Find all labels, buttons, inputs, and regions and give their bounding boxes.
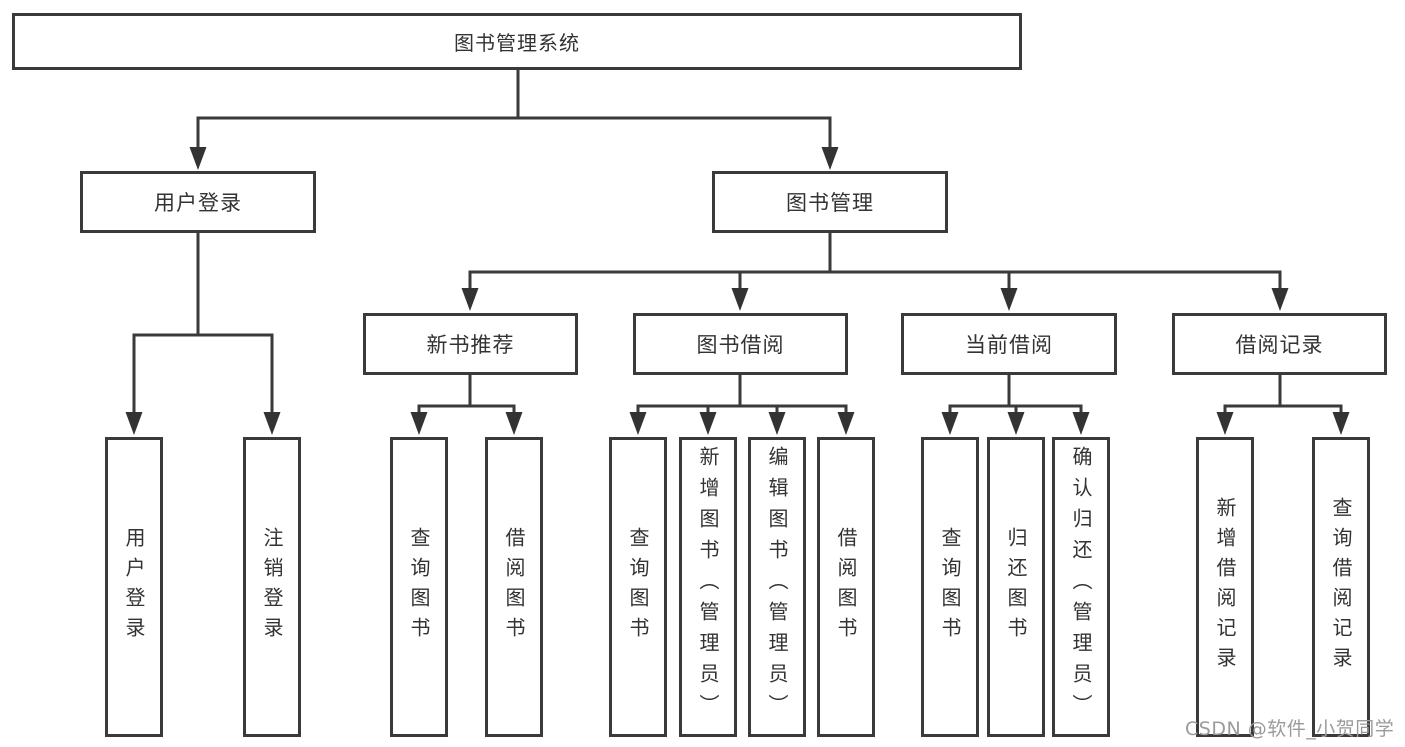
leaf-label: 查询图书 <box>938 527 962 647</box>
node-user-login: 用户登录 <box>80 171 316 233</box>
node-book-management: 图书管理 <box>712 171 948 233</box>
node-library-management-system: 图书管理系统 <box>12 13 1022 70</box>
leaf-records-query-record: 查询借阅记录 <box>1312 437 1370 737</box>
leaf-borrow-query-books: 查询图书 <box>609 437 667 737</box>
node-borrowing-records: 借阅记录 <box>1172 313 1387 375</box>
csdn-watermark: CSDN @软件_小贺同学 <box>1185 718 1395 740</box>
leaf-current-query-books: 查询图书 <box>921 437 979 737</box>
leaf-label: 编辑图书（管理员） <box>765 446 789 725</box>
leaf-current-confirm-return-admin: 确认归还（管理员） <box>1052 437 1110 737</box>
leaf-recommend-borrow-books: 借阅图书 <box>485 437 543 737</box>
leaf-label: 确认归还（管理员） <box>1069 446 1093 725</box>
leaf-label: 查询图书 <box>407 527 431 647</box>
leaf-label: 注销登录 <box>260 527 284 647</box>
leaf-borrow-edit-books-admin: 编辑图书（管理员） <box>748 437 806 737</box>
node-current-borrowing: 当前借阅 <box>901 313 1117 375</box>
leaf-label: 归还图书 <box>1004 527 1028 647</box>
leaf-records-add-record: 新增借阅记录 <box>1196 437 1254 737</box>
leaf-logout: 注销登录 <box>243 437 301 737</box>
leaf-current-return-books: 归还图书 <box>987 437 1045 737</box>
arrowheads <box>125 147 1350 435</box>
leaf-borrow-add-books-admin: 新增图书（管理员） <box>679 437 737 737</box>
leaf-label: 查询借阅记录 <box>1329 497 1353 677</box>
leaf-label: 借阅图书 <box>502 527 526 647</box>
node-new-book-recommend: 新书推荐 <box>363 313 578 375</box>
leaf-label: 新增图书（管理员） <box>696 446 720 725</box>
node-book-borrowing: 图书借阅 <box>633 313 848 375</box>
leaf-label: 新增借阅记录 <box>1213 497 1237 677</box>
leaf-label: 查询图书 <box>626 527 650 647</box>
leaf-label: 借阅图书 <box>834 527 858 647</box>
leaf-borrow-borrow-books: 借阅图书 <box>817 437 875 737</box>
leaf-label: 用户登录 <box>122 527 146 647</box>
leaf-recommend-query-books: 查询图书 <box>390 437 448 737</box>
leaf-user-login: 用户登录 <box>105 437 163 737</box>
